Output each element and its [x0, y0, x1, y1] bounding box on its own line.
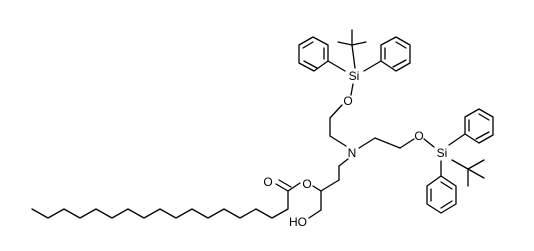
atom-o-ester-label: O: [302, 177, 311, 191]
silicon-atom-right: Si: [437, 146, 448, 160]
atom-ho-label: HO: [289, 215, 307, 229]
atom-labels: Si O N O Si O O HO: [263, 69, 447, 229]
oxygen-atom-top: O: [343, 94, 352, 108]
oxygen-atom-carbonyl: O: [263, 175, 272, 189]
silicon-atom-top: Si: [349, 69, 360, 83]
atom-o-top-label: O: [343, 94, 352, 108]
oxygen-atom-right: O: [414, 129, 423, 143]
atom-o-carbonyl-label: O: [263, 175, 272, 189]
bond-layer: [31, 29, 494, 219]
hydroxyl-group: HO: [289, 215, 307, 229]
oxygen-atom-ester: O: [302, 177, 311, 191]
atom-o-right-label: O: [414, 129, 423, 143]
atom-si-right-label: Si: [437, 146, 448, 160]
atom-si-top-label: Si: [349, 69, 360, 83]
atom-n-label: N: [348, 146, 357, 160]
nitrogen-atom: N: [348, 146, 357, 160]
